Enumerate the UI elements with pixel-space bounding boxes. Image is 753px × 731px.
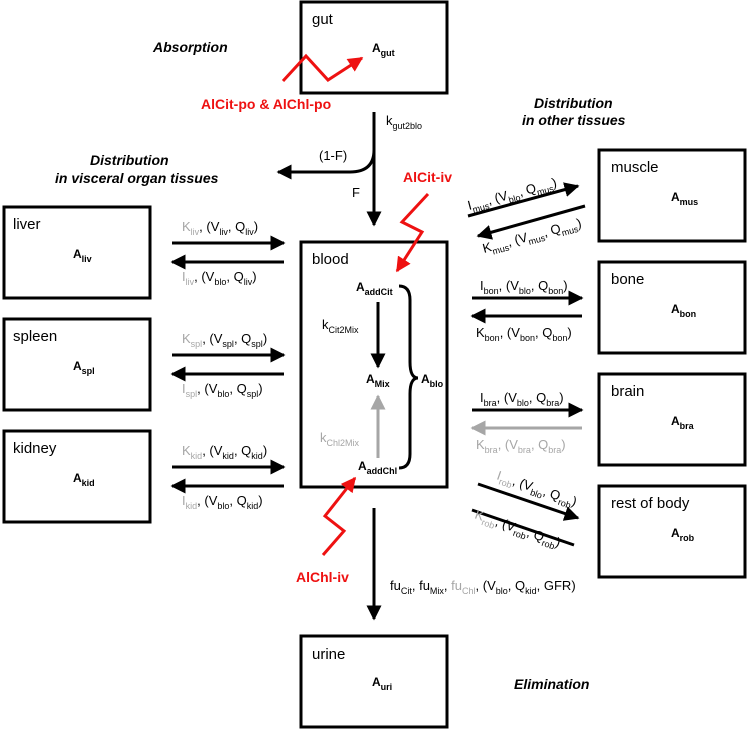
- kidney-uptake-label: Kkid, (Vkid, Qkid): [182, 443, 267, 461]
- a-addcit-label: AaddCit: [356, 280, 393, 297]
- kidney-name: kidney: [13, 440, 57, 457]
- spleen-amount: Aspl: [73, 359, 95, 376]
- muscle-amount: Amus: [671, 190, 698, 207]
- liver-release-label: Iliv, (Vblo, Qliv): [182, 269, 257, 287]
- visceral-heading-line2: in visceral organ tissues: [55, 170, 219, 186]
- muscle-uptake-label: Imus, (Vblo, Qmus): [466, 175, 559, 216]
- brain-amount: Abra: [671, 414, 695, 431]
- blood-total-brace: [398, 284, 419, 470]
- gut-amount: Agut: [372, 41, 395, 58]
- blood-name: blood: [312, 251, 349, 268]
- kidney-box: [2, 429, 152, 524]
- k-chl2mix-label: kChl2Mix: [320, 430, 360, 448]
- blood-box: [299, 240, 449, 489]
- muscle-name: muscle: [611, 159, 659, 176]
- bone-box: [597, 260, 747, 355]
- urine-elimination-label: fuCit, fuMix, fuChl, (Vblo, Qkid, GFR): [390, 578, 576, 596]
- chl-iv-route-label: AlChl-iv: [296, 569, 349, 585]
- rob-release-label: Krob, (Vrob, Qrob): [472, 507, 563, 553]
- muscle-release-arrow: [476, 204, 586, 240]
- k-gut2blo-label: kgut2blo: [386, 113, 422, 131]
- muscle-release-label: Kmus, (Vmus, Qmus): [481, 215, 584, 259]
- a-blo-label: Ablo: [421, 372, 444, 389]
- a-mix-label: AMix: [366, 372, 390, 389]
- rob-release-arrow: [471, 508, 575, 547]
- kidney-release-label: Ikid, (Vblo, Qkid): [182, 493, 263, 511]
- kidney-amount: Akid: [73, 471, 95, 488]
- bone-name: bone: [611, 271, 644, 288]
- liver-name: liver: [13, 216, 41, 233]
- urine-box: [299, 634, 449, 729]
- other-heading-line2: in other tissues: [522, 112, 626, 128]
- brain-box: [597, 372, 747, 467]
- muscle-box: [597, 148, 747, 243]
- bone-uptake-label: Ibon, (Vblo, Qbon): [480, 278, 568, 296]
- muscle-uptake-arrow: [467, 182, 580, 218]
- elimination-heading: Elimination: [514, 676, 589, 692]
- bone-amount: Abon: [671, 302, 696, 319]
- rob-uptake-arrow: [477, 482, 580, 521]
- rob-uptake-label: Irob, (Vblo, Qrob): [494, 468, 579, 512]
- a-addchl-label: AaddChl: [358, 459, 397, 476]
- unabsorbed-fraction-arrow: [276, 149, 376, 180]
- liver-box: [2, 205, 152, 300]
- one-minus-f-label: (1-F): [319, 148, 347, 163]
- f-label: F: [352, 185, 360, 200]
- spleen-box: [2, 317, 152, 412]
- brain-uptake-label: Ibra, (Vblo, Qbra): [480, 390, 564, 408]
- visceral-heading-line1: Distribution: [90, 152, 169, 168]
- cit-iv-route-arrow: [395, 192, 430, 273]
- rob-name: rest of body: [611, 495, 690, 512]
- liver-amount: Aliv: [73, 247, 92, 264]
- bone-release-label: Kbon, (Vbon, Qbon): [476, 325, 572, 343]
- chl-iv-route-arrow: [321, 476, 357, 556]
- absorption-heading: Absorption: [152, 39, 228, 55]
- rob-amount: Arob: [671, 526, 695, 543]
- brain-release-label: Kbra, (Vbra, Qbra): [476, 437, 566, 455]
- cit-iv-route-label: AlCit-iv: [403, 169, 452, 185]
- po-route-arrow: [281, 53, 364, 83]
- spleen-uptake-label: Kspl, (Vspl, Qspl): [182, 331, 267, 349]
- gut-name: gut: [312, 11, 334, 28]
- rob-box: [597, 484, 747, 579]
- k-cit2mix-label: kCit2Mix: [322, 317, 359, 335]
- urine-name: urine: [312, 646, 345, 663]
- urine-amount: Auri: [372, 675, 392, 692]
- po-route-label: AlCit-po & AlChl-po: [201, 96, 331, 112]
- gut-box: [299, 0, 449, 95]
- other-heading-line1: Distribution: [534, 95, 613, 111]
- brain-name: brain: [611, 383, 644, 400]
- spleen-release-label: Ispl, (Vblo, Qspl): [182, 381, 263, 399]
- spleen-name: spleen: [13, 328, 57, 345]
- liver-uptake-label: Kliv, (Vliv, Qliv): [182, 219, 258, 237]
